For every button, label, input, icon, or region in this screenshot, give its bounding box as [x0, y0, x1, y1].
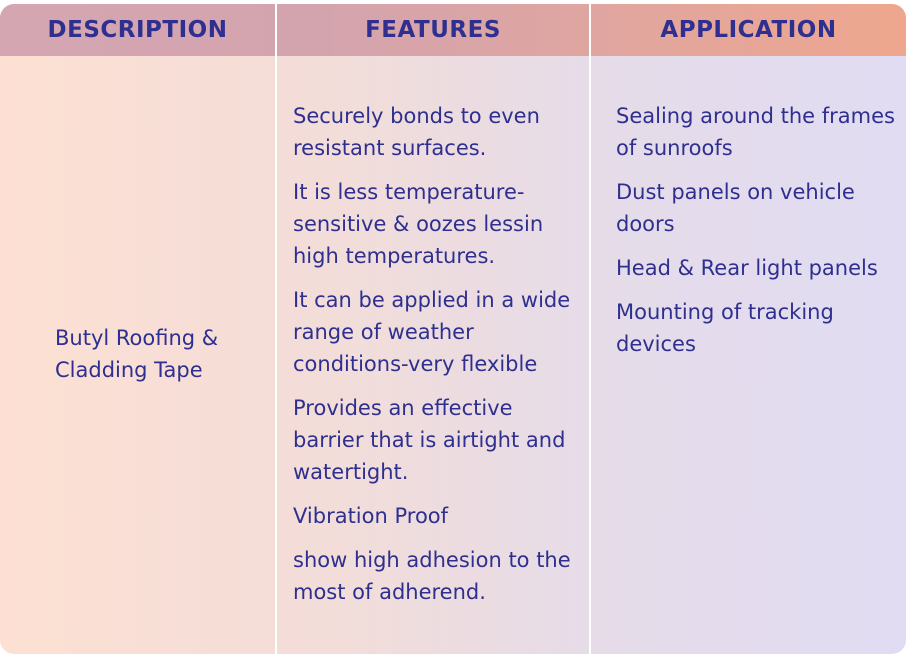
features-list: Securely bonds to even resistant surface…	[293, 100, 583, 620]
header-features: FEATURES	[365, 17, 501, 43]
application-item: Mounting of tracking devices	[616, 300, 834, 356]
application-item: Head & Rear light panels	[616, 256, 878, 280]
product-table: DESCRIPTION FEATURES APPLICATION Butyl R…	[0, 4, 906, 654]
description-line-1: Butyl Roofing &	[55, 326, 219, 350]
application-item: Dust panels on vehicle doors	[616, 180, 855, 236]
header-description: DESCRIPTION	[47, 17, 228, 43]
feature-item: show high adhesion to the most of adhere…	[293, 548, 571, 604]
feature-item: It can be applied in a wide range of wea…	[293, 288, 571, 376]
feature-item: Vibration Proof	[293, 504, 449, 528]
description-cell: Butyl Roofing & Cladding Tape	[55, 322, 270, 386]
feature-item: Securely bonds to even resistant surface…	[293, 104, 540, 160]
feature-item: Provides an effective barrier that is ai…	[293, 396, 566, 484]
table-header: DESCRIPTION FEATURES APPLICATION	[0, 4, 906, 56]
header-application: APPLICATION	[660, 17, 837, 43]
applications-list: Sealing around the frames of sunroofs Du…	[616, 100, 901, 372]
column-divider-2	[589, 4, 591, 654]
description-line-2: Cladding Tape	[55, 358, 203, 382]
feature-item: It is less temperature-sensitive & oozes…	[293, 180, 544, 268]
column-divider-1	[275, 4, 277, 654]
application-item: Sealing around the frames of sunroofs	[616, 104, 895, 160]
